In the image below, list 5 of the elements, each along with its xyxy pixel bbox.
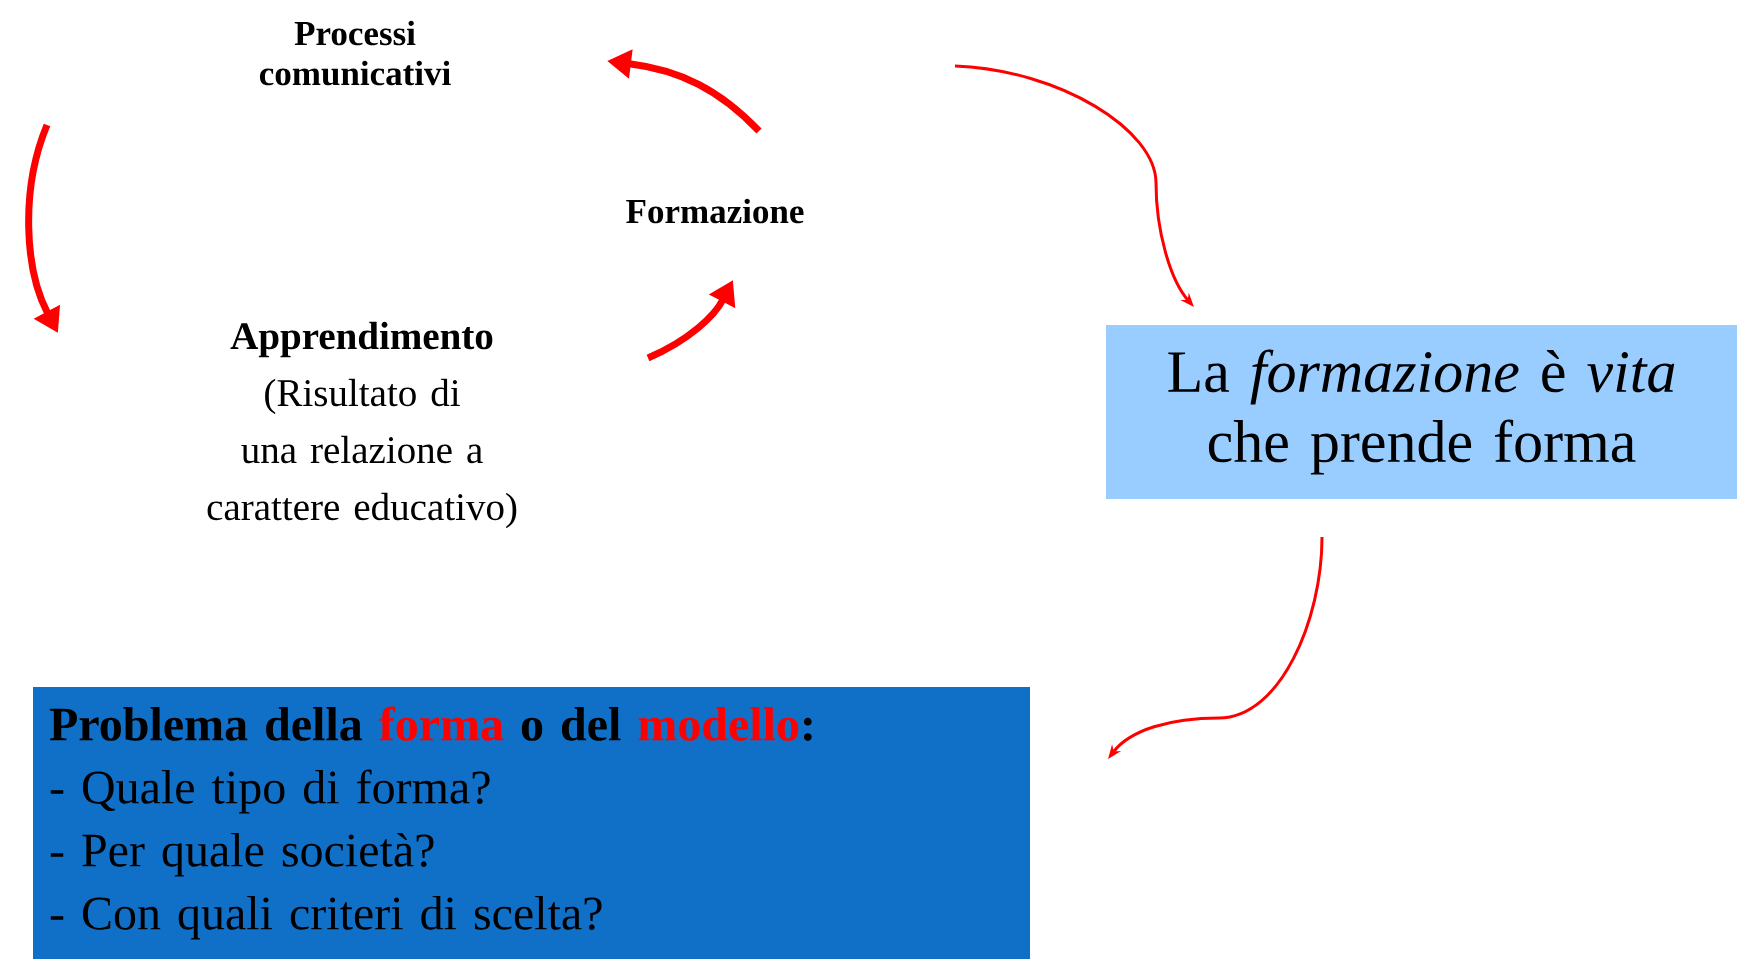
question-box: Problema della forma o del modello: - Quale tipo di forma? - Per quale società? - Con quali criteri di scelta? (33, 687, 1030, 959)
concept-box: La formazione è vita che prende forma (1106, 325, 1737, 499)
node-label: Apprendimento (Risultato di una relazione a carattere educativo) (207, 321, 517, 529)
node-label: Formazione (626, 198, 804, 224)
node-label: Processi comunicativi (259, 20, 451, 86)
